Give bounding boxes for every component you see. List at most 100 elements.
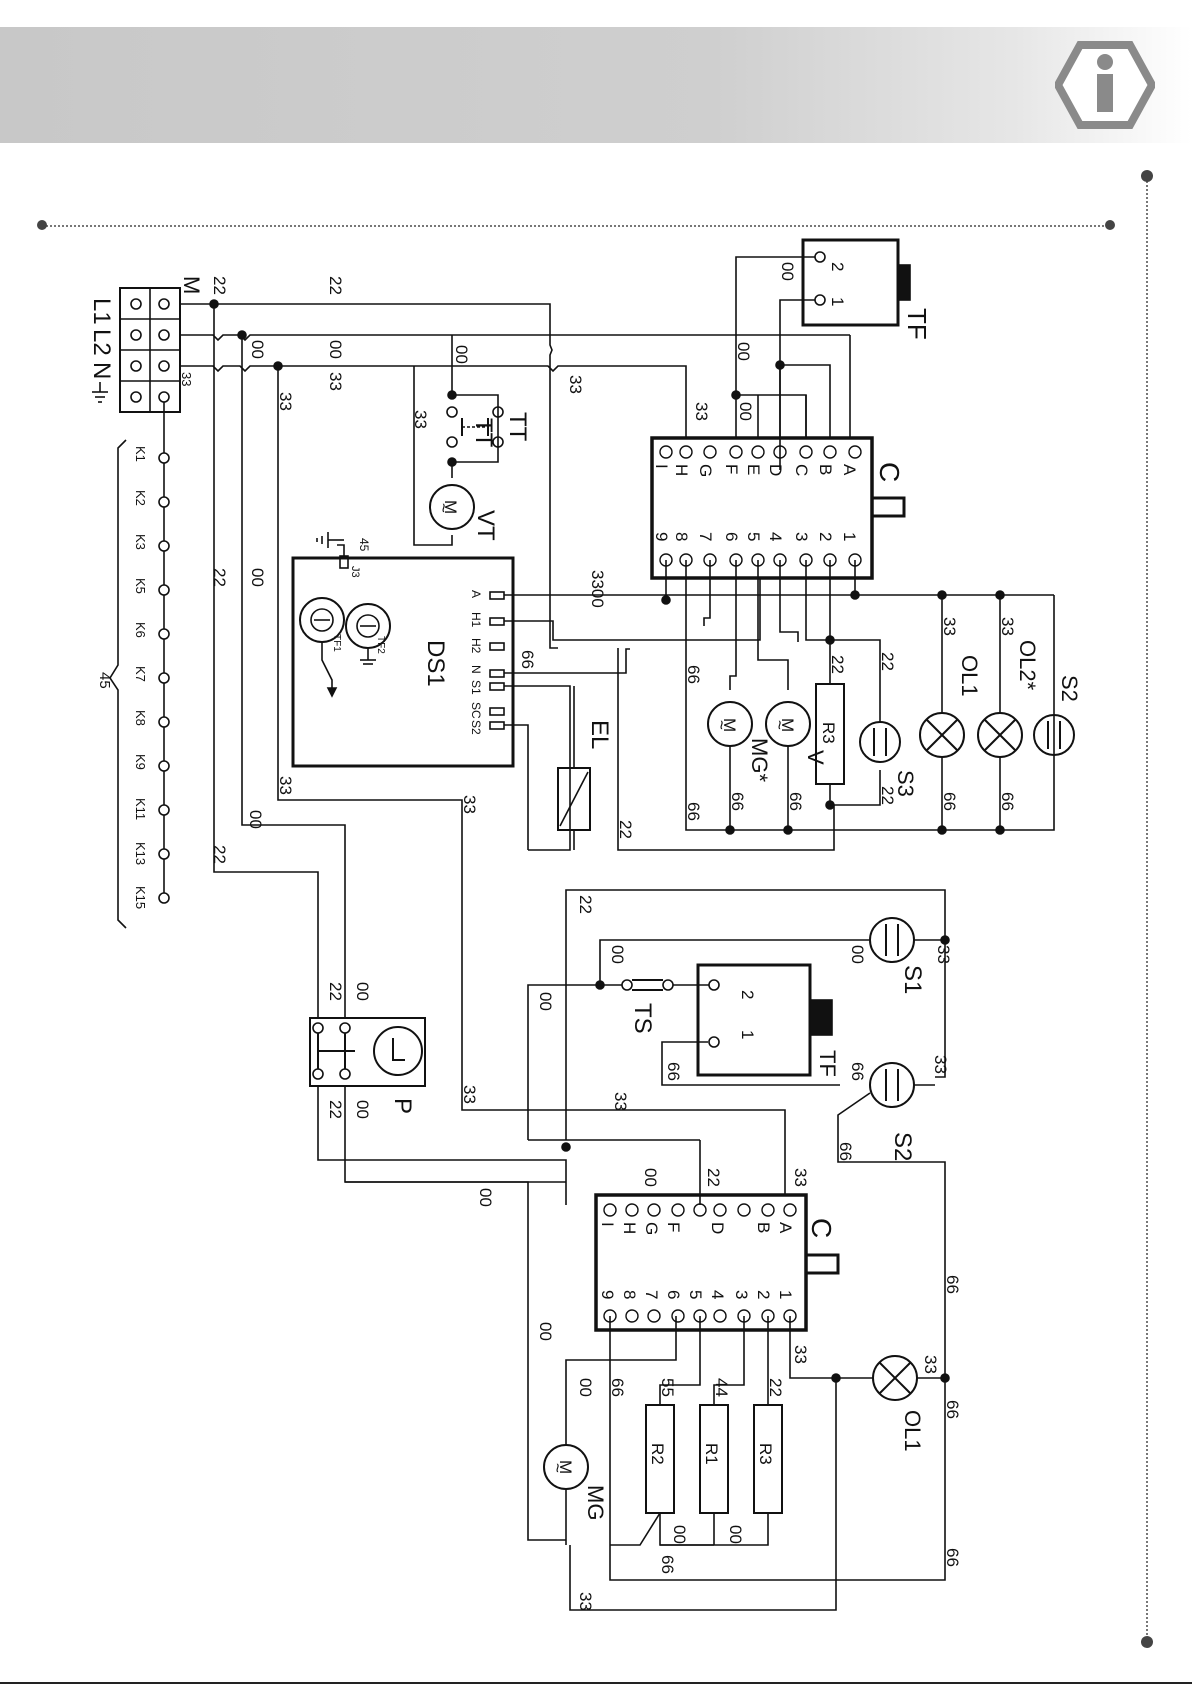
pin-number: 4: [708, 1290, 727, 1299]
pin-label: 2: [738, 990, 757, 999]
wire-number: 33: [576, 1592, 595, 1611]
motor-tilde: ~: [434, 503, 453, 513]
component-label: V: [803, 750, 828, 765]
wire-number: 22: [576, 895, 595, 914]
wire-number: 00: [353, 982, 372, 1001]
wire-number: 00: [734, 342, 753, 361]
s2-switch-bottom: [869, 1062, 915, 1108]
pin-label: SC: [469, 702, 483, 719]
motor-tilde: ~: [548, 1463, 567, 1473]
pin-number: 7: [642, 1290, 661, 1299]
component-label: J3: [349, 566, 361, 578]
pin-letter: H: [672, 464, 691, 476]
component-label: MG: [583, 1485, 608, 1520]
pin-letter: A: [840, 464, 859, 476]
terminal-label-m: M: [179, 276, 204, 294]
k-label: K5: [133, 578, 148, 594]
el-element: [557, 767, 591, 831]
tf-top: [801, 238, 911, 327]
wire-number: 66: [943, 1548, 962, 1567]
component-label: OL1: [957, 655, 982, 697]
pin-number: 9: [652, 532, 671, 541]
wire-number: 22: [878, 652, 897, 671]
wire-number: 66: [728, 792, 747, 811]
k-label: K2: [133, 490, 148, 506]
ts-switch: [621, 979, 674, 991]
wire-number: 22: [326, 1100, 345, 1119]
component-label: R1: [702, 1443, 721, 1465]
pin-label: 1: [738, 1030, 757, 1039]
wire-number: 66: [608, 1378, 627, 1397]
wire-number: 22: [210, 845, 229, 864]
rule-end-dot: [1141, 1636, 1153, 1648]
k-label: K11: [133, 798, 148, 820]
component-label: S2: [1057, 675, 1082, 702]
ol1-lamp-top: [919, 712, 965, 758]
wire-number: 00: [246, 810, 265, 829]
pin-label: 2: [828, 262, 847, 271]
component-label: R2: [648, 1443, 667, 1465]
pin-number: 3: [792, 532, 811, 541]
wire-number: 33: [460, 1085, 479, 1104]
motor-tilde: ~: [770, 720, 789, 730]
pin-label: N: [469, 665, 483, 674]
component-label: S2: [889, 1132, 916, 1161]
wire-number: 66: [658, 1555, 677, 1574]
wire-number: 66: [943, 1400, 962, 1419]
connector-label: C: [874, 462, 905, 482]
k-label: K6: [133, 622, 148, 638]
p-switch: [309, 1017, 426, 1087]
wire-number: 33: [611, 1092, 630, 1111]
pin-letter: E: [744, 464, 763, 475]
pin-letter: G: [642, 1222, 661, 1235]
pin-letter: D: [766, 464, 785, 476]
pin-number: 6: [664, 1290, 683, 1299]
component-label: EL: [586, 720, 613, 749]
wire-number: 00: [736, 402, 755, 421]
dotted-rule-top: [42, 225, 1112, 227]
wire-number: 00: [248, 568, 267, 587]
wire-number: 33: [276, 776, 295, 795]
wire-number: 00: [476, 1188, 495, 1207]
component-label: DS1: [422, 640, 449, 687]
component-label: TF: [815, 1050, 840, 1077]
pin-letter: I: [652, 464, 671, 469]
pin-label: H2: [469, 638, 483, 654]
wire-number: 33: [460, 795, 479, 814]
wire-number: 22: [878, 786, 897, 805]
k-label: K7: [133, 666, 148, 682]
ol1-lamp-bottom: [872, 1355, 918, 1401]
pin-number: 7: [696, 532, 715, 541]
rule-end-dot: [1141, 170, 1153, 182]
pin-number: 5: [744, 532, 763, 541]
rule-end-dot: [1105, 220, 1115, 230]
wire-number: 00: [248, 340, 267, 359]
vt-motor: [429, 484, 475, 530]
wire-number: 22: [766, 1378, 785, 1397]
motor-symbol: M: [441, 500, 460, 514]
pin-number: 8: [672, 532, 691, 541]
wire-number: 22: [616, 820, 635, 839]
motor-symbol: M: [720, 718, 739, 732]
component-label: VT: [472, 510, 499, 541]
k-label: K3: [133, 534, 148, 550]
component-label: MG*: [747, 738, 772, 782]
k-label: K1: [133, 446, 148, 462]
connector-label: C: [806, 1218, 837, 1238]
pin-letter: F: [722, 464, 741, 474]
k-label: K15: [133, 886, 148, 909]
pin-letter: G: [696, 464, 715, 477]
pin-letter: C: [792, 464, 811, 476]
wire-number: 00: [778, 262, 797, 281]
wire-number: 22: [210, 568, 229, 587]
rule-end-dot: [37, 220, 47, 230]
pin-number: 8: [620, 1290, 639, 1299]
wire-number: 00: [326, 340, 345, 359]
pin-letter: B: [816, 464, 835, 475]
component-label: OL2*: [1015, 640, 1040, 691]
k-terminal-chain: [109, 402, 170, 929]
component-label: R3: [756, 1443, 775, 1465]
terminal-block: [92, 287, 181, 413]
pin-label: H1: [469, 612, 483, 628]
